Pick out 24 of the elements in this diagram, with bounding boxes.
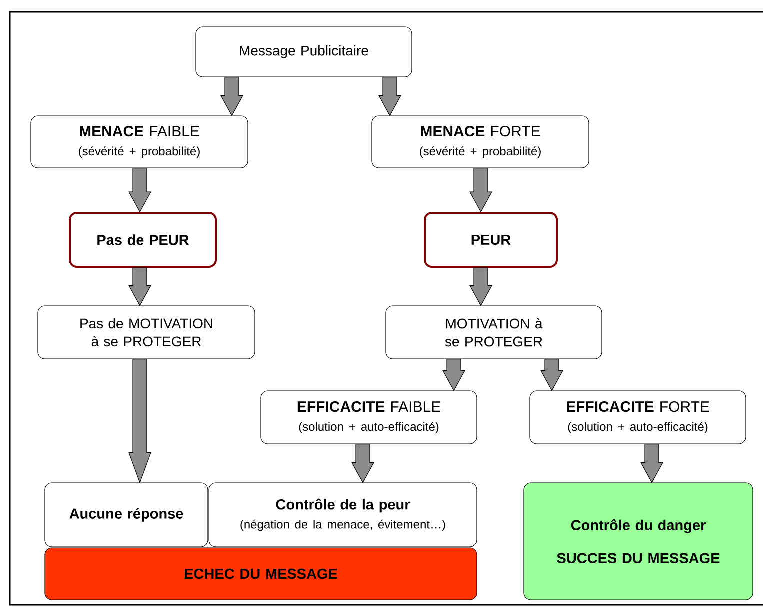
process-box: Message Publicitaire <box>196 26 412 78</box>
outcome-box: Contrôle de la peur (négation de la menace, évitement…) <box>208 482 478 548</box>
outcome-box: Aucune réponse <box>44 482 208 548</box>
block-arrow <box>378 77 402 116</box>
block-arrow <box>220 77 244 116</box>
block-arrow <box>352 444 375 484</box>
block-arrow <box>540 359 564 392</box>
process-box: EFFICACITE FORTE (solution + auto-efficacité) <box>530 390 746 444</box>
process-box: MENACE FAIBLE (sévérité + probabilité) <box>30 116 248 168</box>
block-arrow <box>128 168 152 213</box>
block-arrow <box>470 168 493 213</box>
process-box: MOTIVATION à se PROTEGER <box>386 306 602 360</box>
block-arrow <box>470 268 493 306</box>
block-arrow <box>442 359 466 392</box>
block-arrow <box>128 268 152 306</box>
process-box: EFFICACITE FAIBLE (solution + auto-efficacité) <box>260 390 478 444</box>
result-box: Contrôle du danger SUCCES DU MESSAGE <box>524 482 754 600</box>
block-arrow <box>128 359 152 484</box>
emotion-box: Pas de PEUR <box>69 212 217 268</box>
emotion-box: PEUR <box>424 212 558 268</box>
block-arrow <box>640 444 664 484</box>
process-box: Pas de MOTIVATION à se PROTEGER <box>38 306 256 360</box>
result-bar: ECHEC DU MESSAGE <box>44 548 478 600</box>
process-box: MENACE FORTE (sévérité + probabilité) <box>372 116 590 168</box>
